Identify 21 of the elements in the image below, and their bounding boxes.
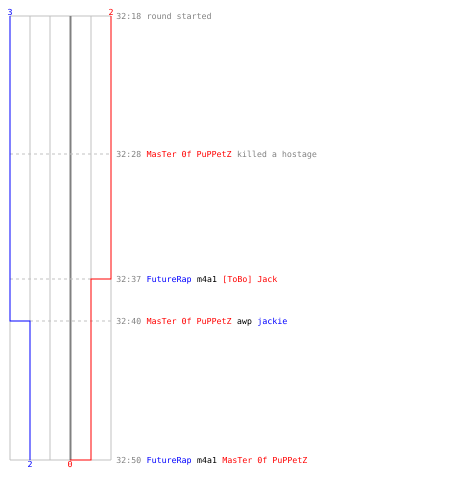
team-count: 2 [28,460,32,467]
player-name: MasTer 0f PuPPetZ [146,150,232,158]
time-label: 32:18 [116,12,141,20]
team-count: 3 [8,8,12,16]
player-name: FutureRap [148,276,192,284]
player-name: MasTer 0f PuPPetZ [222,456,308,464]
event-text: round started [148,12,211,20]
team-count: 2 [109,8,113,15]
team-count: 0 [68,460,72,468]
player-name: jackie [258,318,287,326]
player-name: [ToBo] Jack [224,276,278,284]
time-label: 32:50 [116,456,141,464]
event-text: killed a hostage [238,150,316,159]
weapon-name: awp [237,319,252,326]
time-label: 32:40 [116,318,141,324]
time-label: 32:28 [116,150,141,158]
time-label: 32:37 [116,276,141,282]
player-name: FutureRap [148,456,192,465]
weapon-name: m4a1 [197,276,216,282]
weapon-name: m4a1 [197,456,216,464]
player-name: MasTer 0f PuPPetZ [146,318,232,324]
